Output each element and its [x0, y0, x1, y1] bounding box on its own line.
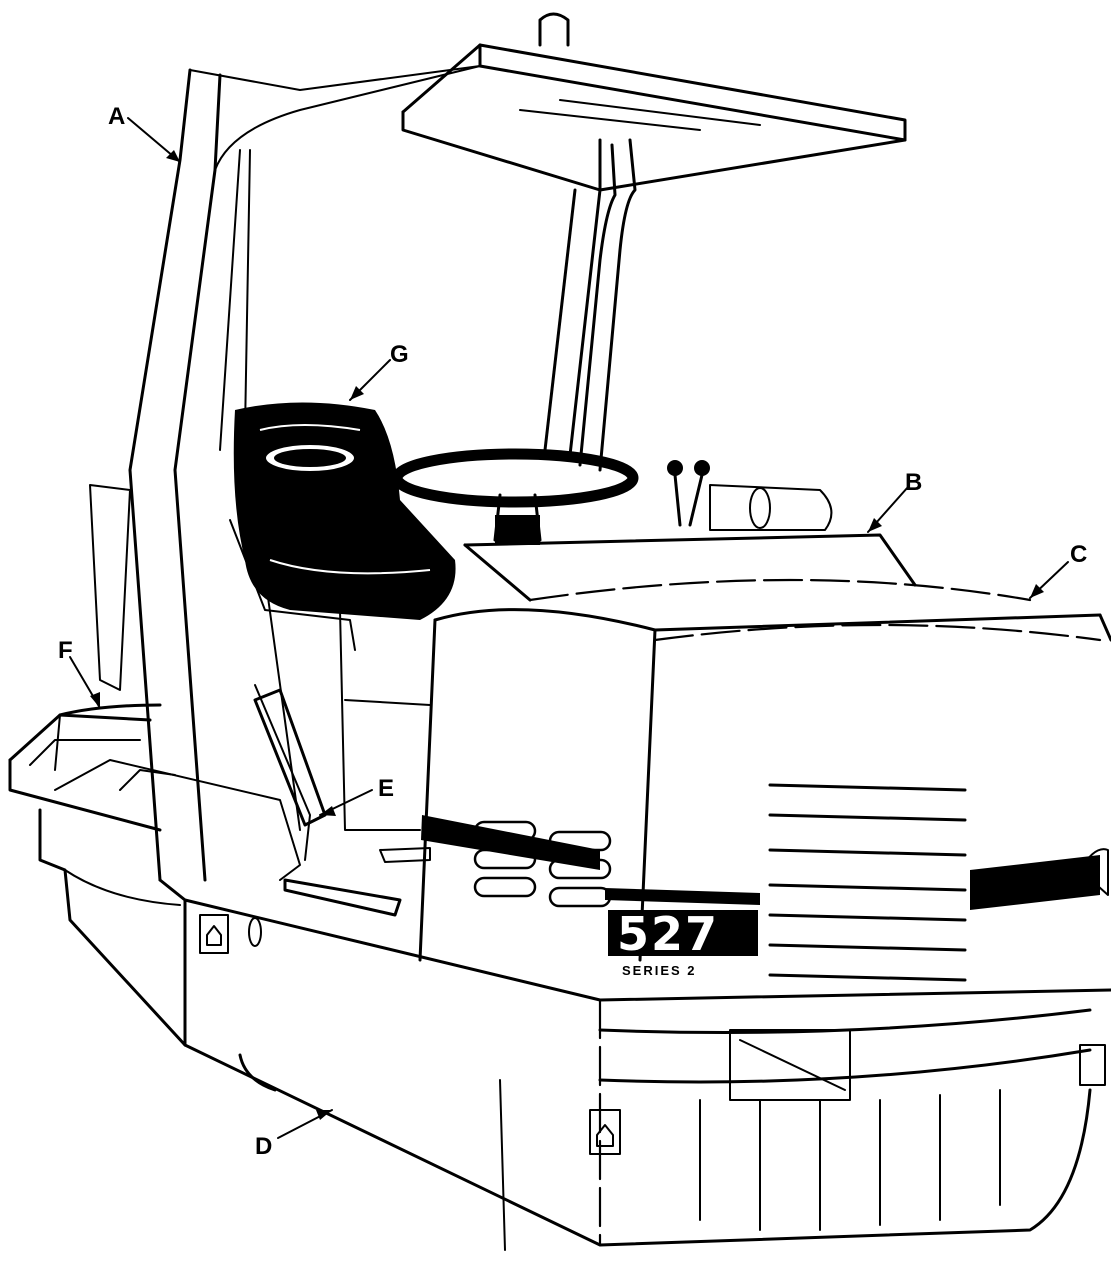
model-number: 527 — [617, 907, 719, 961]
callout-g: G — [390, 341, 409, 368]
operator-seat — [229, 402, 456, 651]
callout-d: D — [255, 1133, 272, 1160]
hood-grille — [768, 783, 967, 982]
hood-side-vents — [473, 820, 612, 908]
model-decal — [608, 910, 758, 956]
callout-b: B — [905, 469, 922, 496]
callout-arrows — [69, 117, 1069, 1139]
steering-wheel — [391, 448, 639, 545]
callout-labels: A B C D E F G — [58, 103, 1087, 1160]
callout-c: C — [1070, 541, 1087, 568]
callout-e: E — [378, 775, 394, 802]
side-panel — [89, 484, 131, 691]
control-levers — [667, 460, 833, 531]
overhead-guard — [128, 12, 907, 882]
series-label: SERIES 2 — [622, 963, 697, 978]
engine-hood: 527 SERIES 2 — [418, 533, 1111, 982]
rear-hopper — [54, 714, 176, 791]
callout-a: A — [108, 103, 125, 130]
chassis — [8, 609, 1111, 1251]
callout-f: F — [58, 637, 73, 664]
